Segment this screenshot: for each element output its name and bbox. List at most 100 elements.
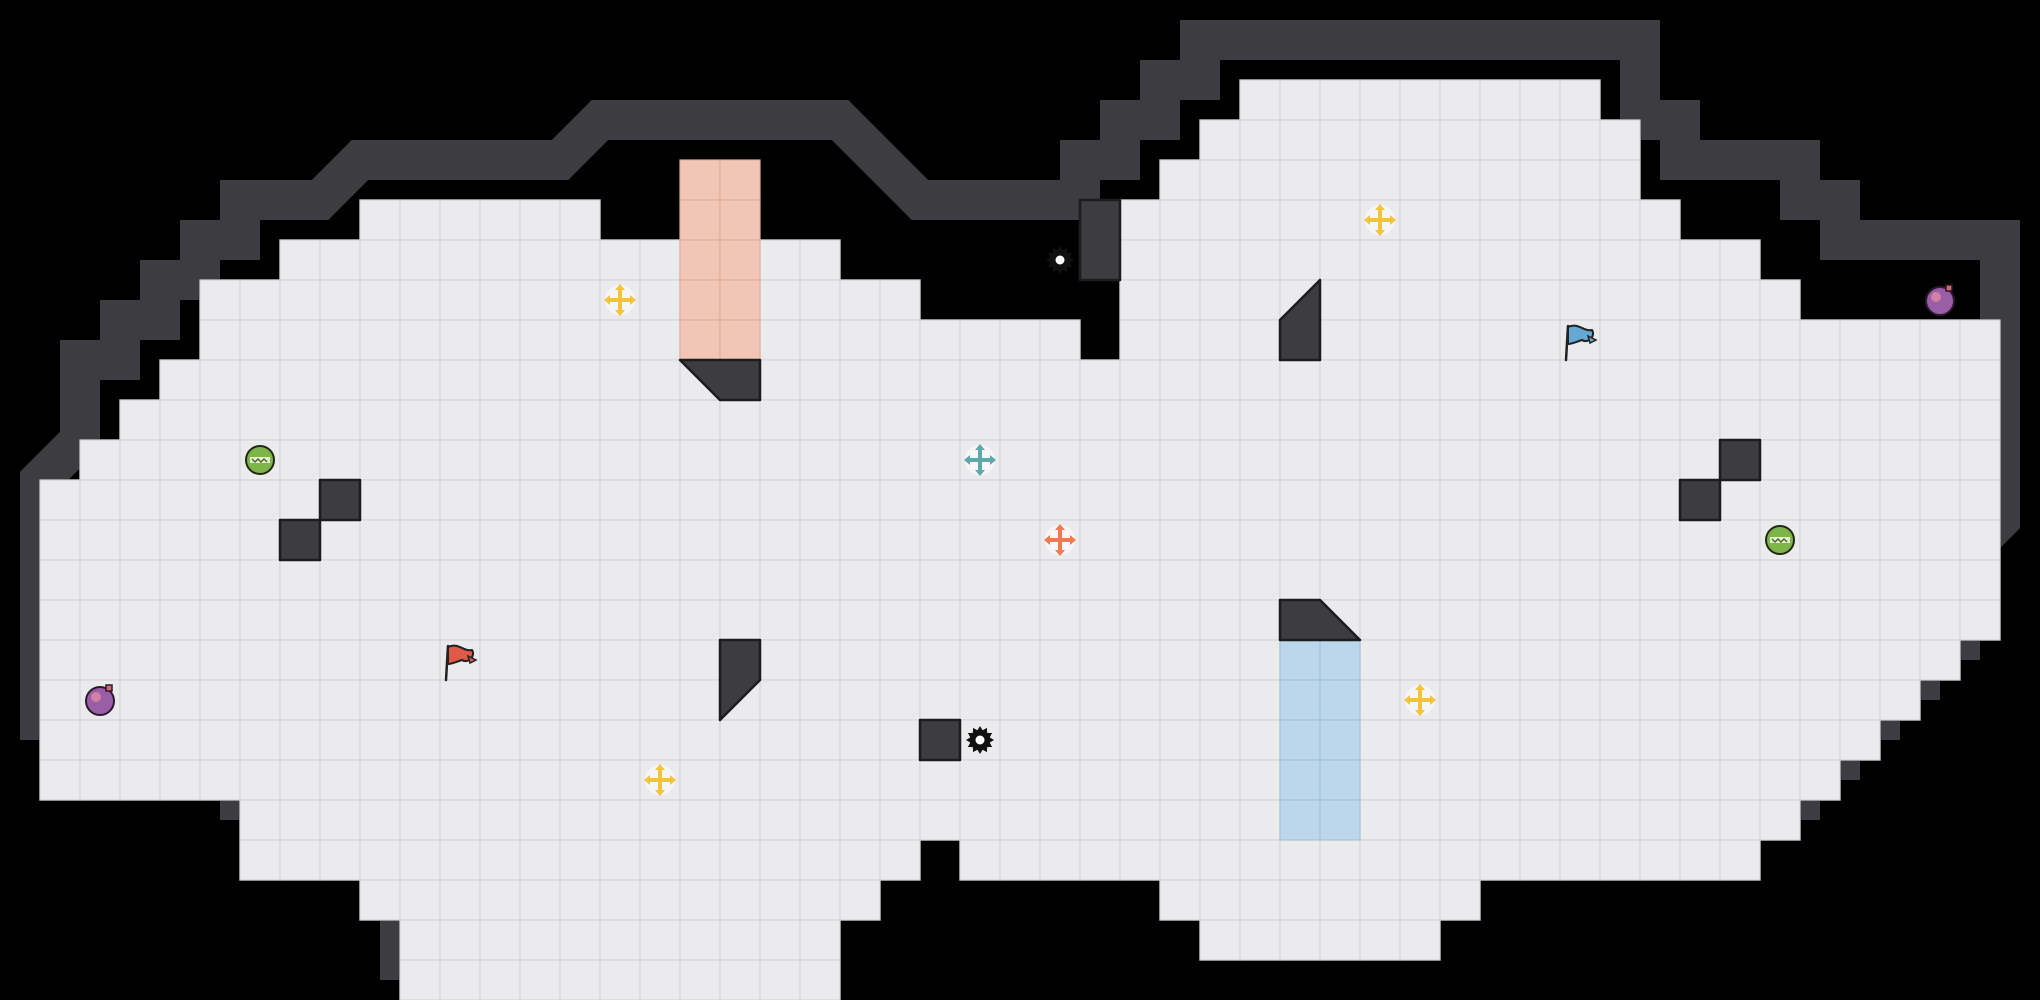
floor-tile (1039, 599, 1081, 641)
floor-tile (959, 799, 1001, 841)
floor-tile (759, 959, 801, 1000)
floor-tile (799, 679, 841, 721)
floor-tile (919, 319, 961, 361)
floor-tile (1519, 759, 1561, 801)
floor-tile (1399, 519, 1441, 561)
floor-tile (1839, 599, 1881, 641)
floor-tile (279, 559, 321, 601)
floor-tile (199, 719, 241, 761)
floor-tile (1239, 719, 1281, 761)
floor-tile (279, 279, 321, 321)
floor-tile (1719, 639, 1761, 681)
floor-tile (1479, 159, 1521, 201)
floor-tile (359, 439, 401, 481)
floor-tile (1039, 559, 1081, 601)
floor-tile (1159, 359, 1201, 401)
floor-tile (839, 479, 881, 521)
floor-tile (519, 599, 561, 641)
floor-tile (279, 359, 321, 401)
floor-tile (399, 439, 441, 481)
floor-tile (319, 239, 361, 281)
floor-tile (399, 679, 441, 721)
floor-tile (1439, 479, 1481, 521)
floor-tile (1959, 359, 2001, 401)
floor-tile (119, 599, 161, 641)
floor-tile (1719, 719, 1761, 761)
floor-tile (239, 679, 281, 721)
floor-tile (1639, 799, 1681, 841)
floor-tile (1599, 359, 1641, 401)
floor-tile (559, 199, 601, 241)
floor-tile (999, 759, 1041, 801)
floor-tile (1359, 119, 1401, 161)
floor-tile (1199, 159, 1241, 201)
floor-tile (639, 879, 681, 921)
floor-tile (1239, 479, 1281, 521)
floor-tile (1439, 679, 1481, 721)
floor-tile (759, 839, 801, 881)
floor-tile (239, 519, 281, 561)
floor-tile (159, 399, 201, 441)
floor-tile (919, 599, 961, 641)
floor-tile (719, 959, 761, 1000)
floor-tile (399, 239, 441, 281)
floor-tile (1599, 799, 1641, 841)
floor-tile (1799, 439, 1841, 481)
floor-tile (1479, 559, 1521, 601)
floor-tile (439, 199, 481, 241)
floor-tile (559, 359, 601, 401)
floor-tile (1279, 479, 1321, 521)
floor-tile (1319, 879, 1361, 921)
floor-tile (759, 719, 801, 761)
floor-tile (199, 759, 241, 801)
floor-tile (1439, 719, 1481, 761)
floor-tile (1799, 759, 1841, 801)
floor-tile (1919, 399, 1961, 441)
floor-tile (1359, 519, 1401, 561)
floor-tile (279, 399, 321, 441)
floor-tile (639, 319, 681, 361)
blue-team-zone (1279, 639, 1361, 841)
floor-tile (879, 639, 921, 681)
floor-tile (1079, 799, 1121, 841)
floor-tile (1359, 799, 1401, 841)
floor-tile (1519, 559, 1561, 601)
floor-tile (1679, 239, 1721, 281)
floor-tile (999, 679, 1041, 721)
floor-tile (599, 319, 641, 361)
floor-tile (1759, 439, 1801, 481)
floor-tile (1279, 239, 1321, 281)
floor-tile (1119, 399, 1161, 441)
floor-tile (279, 439, 321, 481)
floor-tile (1839, 359, 1881, 401)
floor-tile (1839, 719, 1881, 761)
floor-tile (239, 599, 281, 641)
floor-tile (1279, 159, 1321, 201)
floor-tile (1799, 399, 1841, 441)
obstacle-layer (278, 198, 1762, 762)
floor-tile (1239, 159, 1281, 201)
floor-tile (1199, 559, 1241, 601)
floor-tile (1239, 839, 1281, 881)
floor-tile (1039, 319, 1081, 361)
floor-tile (519, 319, 561, 361)
floor-tile (479, 719, 521, 761)
floor-tile (199, 359, 241, 401)
floor-tile (1759, 759, 1801, 801)
floor-tile (399, 599, 441, 641)
floor-tile (879, 799, 921, 841)
floor-tile (1359, 879, 1401, 921)
floor-tile (479, 399, 521, 441)
boost-pad-icon (1404, 684, 1436, 716)
floor-tile (839, 559, 881, 601)
floor-tile (159, 359, 201, 401)
floor-tile (1159, 559, 1201, 601)
floor-tile (1559, 159, 1601, 201)
floor-tile (559, 959, 601, 1000)
floor-tile (879, 759, 921, 801)
floor-tile (519, 199, 561, 241)
spike-icon (1046, 246, 1074, 274)
floor-tile (719, 879, 761, 921)
floor-tile (1359, 359, 1401, 401)
floor-tile (679, 559, 721, 601)
